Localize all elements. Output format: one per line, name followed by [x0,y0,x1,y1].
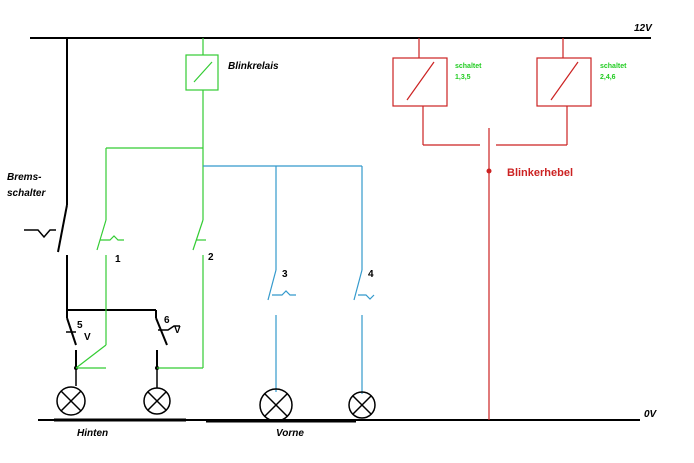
relay-right-box [536,57,592,107]
label-12v: 12V [634,23,653,34]
switch6-mark [158,325,180,331]
label-blinkrelais: Blinkrelais [228,61,279,72]
lamp-front-left [259,388,293,422]
brake-pedal-symbol [24,229,56,239]
label-vorne: Vorne [276,428,304,439]
lamp-rear-right [143,387,171,415]
blinkerhebel-dot [486,168,492,174]
label-schaltet-246-a: schaltet [600,63,627,70]
label-v-mark-6: V [174,325,181,336]
lamp-rear-left [56,386,86,416]
label-switch-5: 5 [77,320,83,331]
label-0v: 0V [644,409,658,420]
label-switch-4: 4 [368,269,374,280]
label-switch-2: 2 [208,252,214,263]
label-switch-1: 1 [115,254,121,265]
label-v-mark-5: V [84,332,91,343]
label-schaltet-246-b: 2,4,6 [600,74,616,81]
label-bremsschalter-1: Brems- [7,172,42,183]
label-blinkerhebel: Blinkerhebel [507,167,573,179]
brake-branch [57,38,168,368]
green-circuit [75,38,219,369]
relay-left-box [392,57,448,107]
lamp-front-right [348,391,376,419]
blue-circuit [203,165,375,394]
label-switch-6: 6 [164,315,170,326]
label-schaltet-135-a: schaltet [455,63,482,70]
blinkrelais-box [185,54,219,91]
red-circuit [392,38,592,420]
label-switch-3: 3 [282,269,288,280]
label-schaltet-135-b: 1,3,5 [455,74,471,81]
label-bremsschalter-2: schalter [7,188,46,199]
label-hinten: Hinten [77,428,108,439]
